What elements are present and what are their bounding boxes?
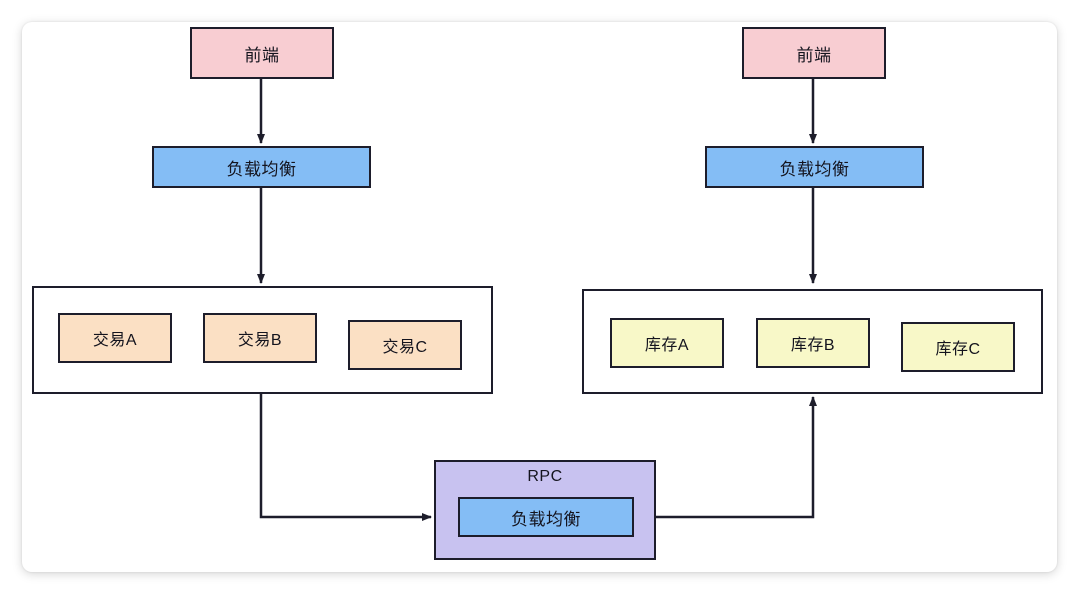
service-node-stock-b[interactable]: 库存B (756, 318, 870, 368)
rpc-load-balancer-node[interactable]: 负载均衡 (458, 497, 634, 537)
left-load-balancer-label: 负载均衡 (226, 159, 297, 179)
edge-left-services-to-rpc (259, 394, 432, 521)
right-load-balancer-node[interactable]: 负载均衡 (705, 146, 924, 188)
left-frontend-node[interactable]: 前端 (190, 27, 334, 79)
rpc-title-label: RPC (527, 468, 563, 485)
service-label-trade-c: 交易C (382, 339, 428, 356)
right-frontend-node[interactable]: 前端 (742, 27, 886, 79)
service-node-trade-b[interactable]: 交易B (203, 313, 317, 363)
service-label-stock-c: 库存C (935, 341, 981, 358)
service-label-trade-a: 交易A (92, 332, 138, 349)
service-label-stock-a: 库存A (644, 337, 690, 354)
right-load-balancer-label: 负载均衡 (779, 159, 850, 179)
left-frontend-label: 前端 (244, 45, 280, 65)
service-node-stock-a[interactable]: 库存A (610, 318, 724, 368)
service-node-trade-c[interactable]: 交易C (348, 320, 462, 370)
left-service-group (32, 286, 493, 394)
edge-rpc-to-right-services (656, 396, 817, 519)
left-load-balancer-node[interactable]: 负载均衡 (152, 146, 371, 188)
service-node-trade-a[interactable]: 交易A (58, 313, 172, 363)
right-service-group (582, 289, 1043, 394)
rpc-load-balancer-label: 负载均衡 (511, 509, 581, 529)
rpc-container[interactable]: RPC 负载均衡 (434, 460, 656, 560)
service-label-stock-b: 库存B (790, 337, 836, 354)
service-label-trade-b: 交易B (237, 332, 283, 349)
right-frontend-label: 前端 (796, 45, 832, 65)
service-node-stock-c[interactable]: 库存C (901, 322, 1015, 372)
